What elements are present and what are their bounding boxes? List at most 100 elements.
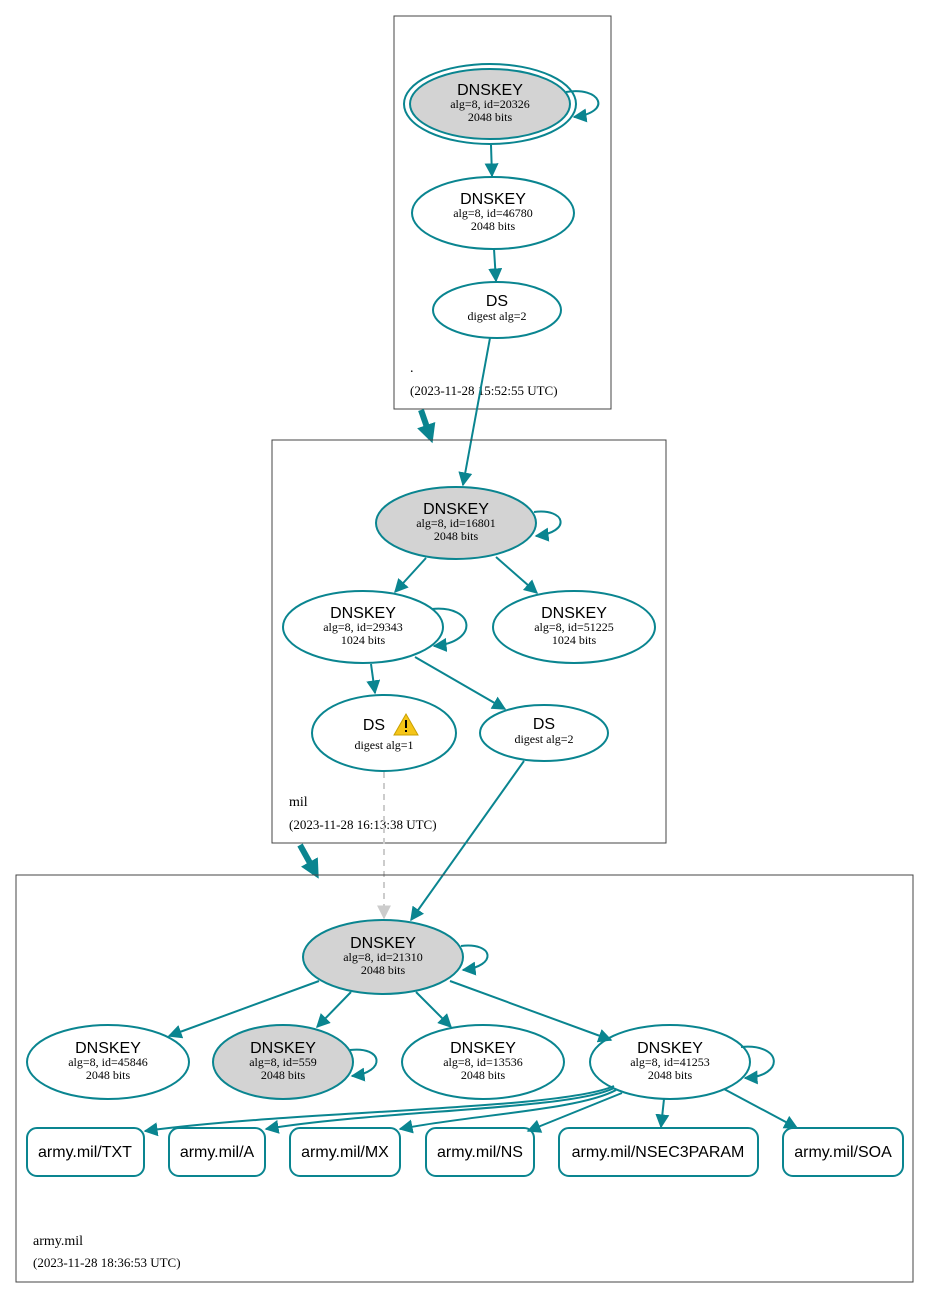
node-detail: 2048 bits — [86, 1068, 131, 1082]
rrset-ns[interactable]: army.mil/NS — [425, 1127, 535, 1177]
self-sign-edge — [533, 510, 562, 542]
zone-timestamp: (2023-11-28 18:36:53 UTC) — [33, 1255, 181, 1270]
node-title: DNSKEY — [250, 1040, 316, 1057]
rrset-label: army.mil/NS — [437, 1144, 523, 1161]
dnskey-node-45846[interactable]: DNSKEY alg=8, id=45846 2048 bits — [26, 1024, 190, 1100]
zone-timestamp: (2023-11-28 16:13:38 UTC) — [289, 817, 437, 832]
node-title: DNSKEY — [423, 501, 489, 518]
ds-edge — [458, 337, 491, 487]
zone-army-mil-box — [15, 874, 914, 1283]
rrset-label: army.mil/TXT — [38, 1144, 132, 1161]
dnskey-node-13536[interactable]: DNSKEY alg=8, id=13536 2048 bits — [401, 1024, 565, 1100]
dnskey-node-41253[interactable]: DNSKEY alg=8, id=41253 2048 bits — [589, 1024, 751, 1100]
rrset-label: army.mil/NSEC3PARAM — [572, 1144, 745, 1161]
node-title: DNSKEY — [350, 935, 416, 952]
dnskey-node-559[interactable]: DNSKEY alg=8, id=559 2048 bits — [212, 1024, 354, 1100]
signing-edge — [143, 1085, 615, 1137]
node-detail: 2048 bits — [461, 1068, 506, 1082]
node-detail: alg=8, id=51225 — [534, 620, 614, 634]
signing-edge — [488, 248, 503, 283]
zone-army-mil: DNSKEY alg=8, id=21310 2048 bits DNSKEY … — [15, 874, 914, 1283]
node-detail: alg=8, id=13536 — [443, 1055, 523, 1069]
node-detail: digest alg=2 — [514, 732, 573, 746]
node-detail: digest alg=2 — [467, 309, 526, 323]
node-detail: 1024 bits — [341, 633, 386, 647]
node-detail: 2048 bits — [361, 963, 406, 977]
node-title: DNSKEY — [330, 605, 396, 622]
ds-node-alg2[interactable]: DS digest alg=2 — [479, 704, 609, 762]
ds-edge — [410, 760, 525, 922]
node-title: DS — [533, 716, 555, 733]
node-detail: alg=8, id=20326 — [450, 97, 530, 111]
node-detail: 2048 bits — [468, 110, 513, 124]
self-sign-edge — [460, 944, 489, 976]
zone-name: mil — [289, 795, 308, 810]
rrset-label: army.mil/A — [180, 1144, 255, 1161]
signing-edge — [723, 1088, 799, 1129]
signing-edge — [484, 144, 499, 178]
signing-edge — [167, 980, 320, 1039]
rrset-label: army.mil/SOA — [794, 1144, 892, 1161]
signing-edge — [394, 557, 427, 594]
node-detail: alg=8, id=29343 — [323, 620, 403, 634]
rrset-mx[interactable]: army.mil/MX — [289, 1127, 401, 1177]
self-sign-edge — [349, 1048, 378, 1082]
node-title: DS — [486, 293, 508, 310]
zone-name: army.mil — [33, 1234, 83, 1249]
signing-edge — [264, 1087, 615, 1134]
zone-mil: DNSKEY alg=8, id=16801 2048 bits DNSKEY … — [271, 439, 667, 844]
dnskey-node-21310[interactable]: DNSKEY alg=8, id=21310 2048 bits — [302, 919, 464, 995]
zone-mil-box — [271, 439, 667, 844]
node-title: DNSKEY — [75, 1040, 141, 1057]
dnskey-node-20326[interactable]: DNSKEY alg=8, id=20326 2048 bits — [403, 63, 577, 145]
signing-edge — [398, 1089, 617, 1134]
dnskey-node-51225[interactable]: DNSKEY alg=8, id=51225 1024 bits — [492, 590, 656, 664]
signing-edge — [526, 1092, 623, 1133]
node-detail: alg=8, id=45846 — [68, 1055, 148, 1069]
node-detail: alg=8, id=46780 — [453, 206, 533, 220]
node-title: DNSKEY — [541, 605, 607, 622]
signing-edge — [415, 991, 452, 1028]
node-title: DNSKEY — [637, 1040, 703, 1057]
zone-name: . — [410, 361, 414, 376]
self-sign-edge — [740, 1045, 775, 1085]
node-detail: 2048 bits — [261, 1068, 306, 1082]
zone-root: DNSKEY alg=8, id=20326 2048 bits DNSKEY … — [393, 15, 612, 410]
ds-node-root[interactable]: DS digest alg=2 — [432, 281, 562, 339]
node-title: DNSKEY — [457, 82, 523, 99]
signing-edge — [366, 663, 381, 695]
warning-triangle-icon — [393, 712, 419, 736]
rrset-a[interactable]: army.mil/A — [168, 1127, 266, 1177]
rrset-txt[interactable]: army.mil/TXT — [26, 1127, 145, 1177]
node-detail: 2048 bits — [434, 529, 479, 543]
signing-edge — [655, 1098, 670, 1129]
rrset-soa[interactable]: army.mil/SOA — [782, 1127, 904, 1177]
dnskey-node-29343[interactable]: DNSKEY alg=8, id=29343 1024 bits — [282, 590, 444, 664]
node-detail: alg=8, id=559 — [249, 1055, 317, 1069]
node-title: DNSKEY — [460, 191, 526, 208]
rrset-label: army.mil/MX — [301, 1144, 389, 1161]
signing-edge — [316, 991, 352, 1029]
node-detail: 1024 bits — [552, 633, 597, 647]
node-title: DNSKEY — [450, 1040, 516, 1057]
delegation-arrow — [297, 843, 319, 879]
node-detail: alg=8, id=21310 — [343, 950, 423, 964]
node-title: DS — [363, 717, 385, 734]
zone-root-box — [393, 15, 612, 410]
rrset-nsec3param[interactable]: army.mil/NSEC3PARAM — [558, 1127, 759, 1177]
dnskey-node-16801[interactable]: DNSKEY alg=8, id=16801 2048 bits — [375, 486, 537, 560]
signing-edge — [414, 656, 507, 710]
node-detail: 2048 bits — [471, 219, 516, 233]
self-sign-edge — [565, 90, 600, 123]
ds-node-alg1[interactable]: DS digest alg=1 — [311, 694, 457, 772]
node-detail: alg=8, id=41253 — [630, 1055, 710, 1069]
delegation-arrow — [417, 409, 436, 444]
node-detail: digest alg=1 — [354, 738, 413, 752]
self-sign-edge — [431, 607, 468, 652]
signing-edge — [449, 980, 613, 1043]
zone-timestamp: (2023-11-28 15:52:55 UTC) — [410, 383, 558, 398]
node-detail: 2048 bits — [648, 1068, 693, 1082]
signing-edge — [495, 556, 539, 594]
dnskey-node-46780[interactable]: DNSKEY alg=8, id=46780 2048 bits — [411, 176, 575, 250]
